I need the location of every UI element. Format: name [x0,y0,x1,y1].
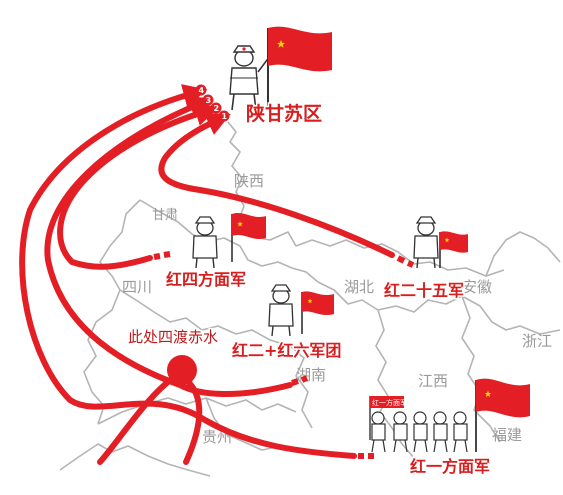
twenty-fifth-army-red-flag-icon [439,231,468,268]
province-label-gansu: 甘肃 [152,208,178,223]
arrival-number-1: 1 [222,112,228,121]
march-routes [19,84,395,465]
province-labels: 陕西 甘肃 四川 湖北 安徽 浙江 江西 湖南 贵州 福建 [122,172,552,446]
second-sixth-army-soldier-icon [268,284,294,337]
destination-red-flag-icon [267,26,332,108]
province-label-zhejiang: 浙江 [522,332,552,350]
province-label-fujian: 福建 [492,426,522,444]
route-first-front-army-branch-2 [183,377,203,465]
arrival-number-3: 3 [206,96,212,105]
province-label-jiangxi: 江西 [418,372,448,390]
first-front-army-red-flag-icon [475,378,530,452]
province-label-anhui: 安徽 [462,278,492,296]
province-label-hunan: 湖南 [296,366,326,384]
chishui-annotation: 此处四渡赤水 [128,328,218,346]
route-first-front-army [19,84,357,459]
arrival-number-2: 2 [214,104,220,113]
arrival-number-4: 4 [199,86,205,95]
twenty-fifth-army-label: 红二十五军 [384,281,464,300]
chishui-crossing-node [167,355,197,385]
first-front-army-label: 红一方面军 [410,457,490,476]
second-sixth-army-red-flag-icon [301,291,334,334]
province-label-sichuan: 四川 [122,278,152,296]
second-sixth-army-label: 红二+红六军团 [232,341,341,360]
fourth-front-army-soldier-icon [192,216,218,269]
twenty-fifth-army-soldier-icon [413,216,439,269]
route-twenty-fifth-army [158,113,395,258]
route-fourth-front-army [57,102,220,270]
first-front-army-banner-text: 红一方面军 [372,398,407,407]
arrival-order-markers: 4 3 2 1 [195,84,230,122]
province-label-hubei: 湖北 [344,278,374,296]
fourth-front-army-label: 红四方面军 [166,270,246,289]
province-label-shaanxi: 陕西 [234,172,264,190]
first-front-army-soldiers-icon [371,411,468,453]
first-front-army-banner-icon: 红一方面军 [369,396,407,440]
route-start-dashes [153,251,415,459]
destination-soldier-icon [229,45,271,111]
destination-label: 陕甘苏区 [246,102,322,125]
fourth-front-army-red-flag-icon [231,213,266,262]
